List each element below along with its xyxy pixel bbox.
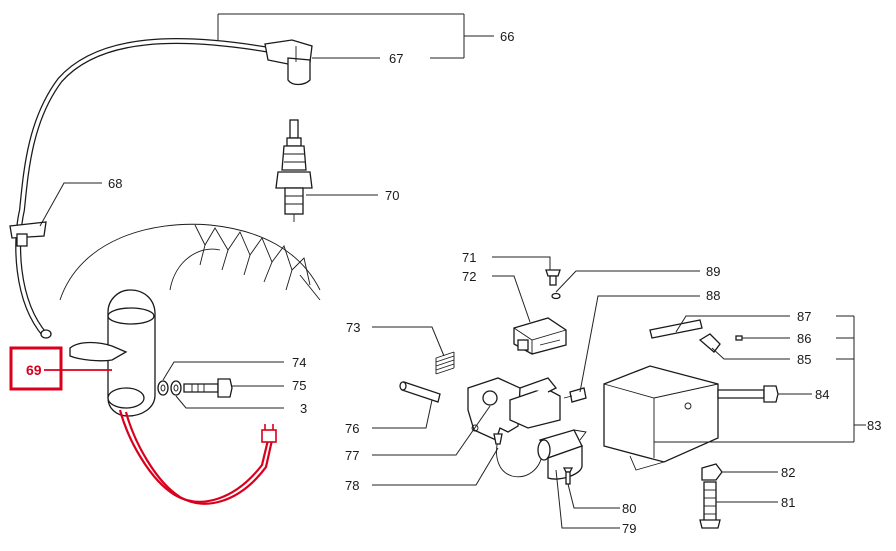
part-label-3: 3 <box>300 401 307 416</box>
spring <box>435 351 455 375</box>
part-label-81: 81 <box>781 495 795 510</box>
part-label-77: 77 <box>345 448 359 463</box>
leader-lines <box>39 13 866 529</box>
part-label-85: 85 <box>797 352 811 367</box>
bracket-screw <box>563 387 587 403</box>
ignition-coil <box>69 289 277 505</box>
part-label-89: 89 <box>706 264 720 279</box>
part-label-87: 87 <box>797 309 811 324</box>
part-label-66: 66 <box>500 29 514 44</box>
part-label-67: 67 <box>389 51 403 66</box>
part-label-73: 73 <box>346 320 360 335</box>
part-label-79: 79 <box>622 521 636 536</box>
part-label-71: 71 <box>462 250 476 265</box>
spark-plug-cap <box>264 39 313 86</box>
nut <box>701 463 723 481</box>
coil-bolt <box>183 378 233 398</box>
breaker-washer <box>551 292 561 300</box>
breaker-screw <box>545 269 561 286</box>
contact-breaker <box>513 317 567 355</box>
condenser-lead <box>493 433 543 478</box>
part-label-76: 76 <box>345 421 359 436</box>
terminal <box>698 333 721 353</box>
cover-bolt <box>717 385 779 403</box>
part-label-82: 82 <box>781 465 795 480</box>
part-label-68: 68 <box>108 176 122 191</box>
coil-spring-washer <box>170 380 182 396</box>
highlight-box <box>9 346 63 391</box>
stud-bolt <box>699 481 721 529</box>
part-label-70: 70 <box>385 188 399 203</box>
part-label-74: 74 <box>292 355 306 370</box>
coil-washer <box>157 380 169 396</box>
breaker-cover <box>603 365 719 471</box>
part-label-78: 78 <box>345 478 359 493</box>
part-label-69: 69 <box>26 362 42 378</box>
part-label-72: 72 <box>462 269 476 284</box>
flywheel-fan-housing <box>59 223 321 301</box>
ht-cable <box>15 38 273 339</box>
part-label-80: 80 <box>622 501 636 516</box>
condenser <box>537 429 587 480</box>
part-label-88: 88 <box>706 288 720 303</box>
bracket <box>467 377 561 441</box>
spark-plug <box>275 119 313 222</box>
part-label-75: 75 <box>292 378 306 393</box>
cable-grommet <box>9 221 47 247</box>
terminal-strip <box>649 319 703 339</box>
pin <box>399 381 441 403</box>
terminal-screw <box>735 335 743 341</box>
part-label-86: 86 <box>797 331 811 346</box>
part-label-84: 84 <box>815 387 829 402</box>
part-label-83: 83 <box>867 418 881 433</box>
